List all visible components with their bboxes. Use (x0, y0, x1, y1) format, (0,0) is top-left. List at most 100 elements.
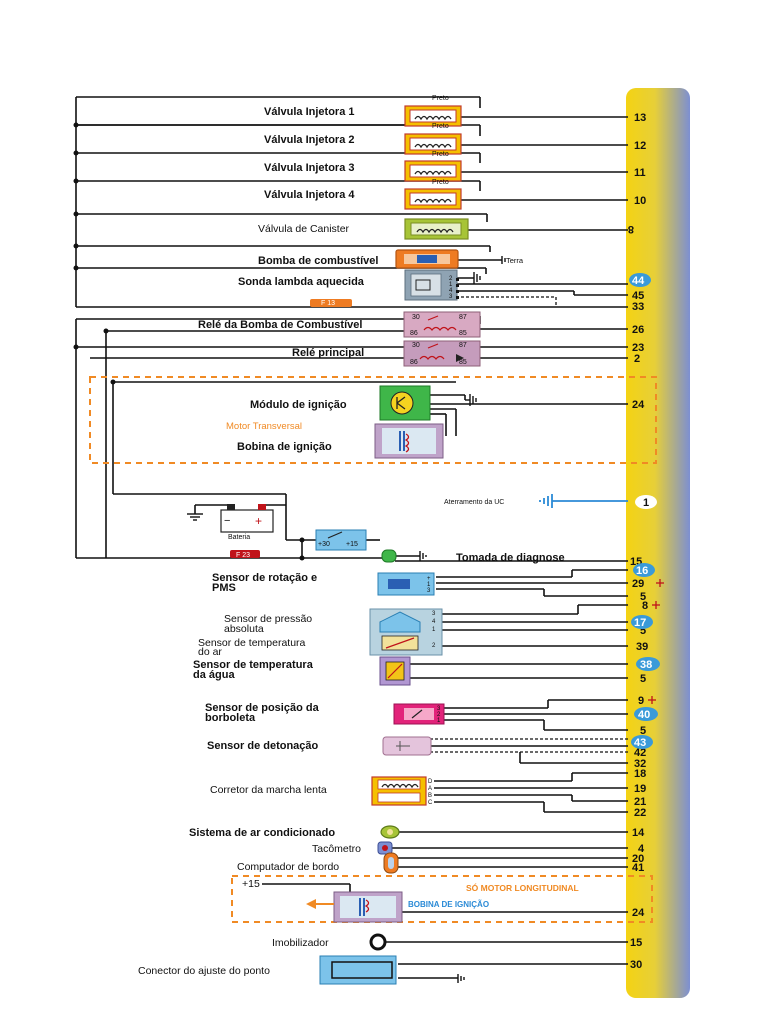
ecu-pin: 5 (640, 625, 646, 637)
rpm-label-2: PMS (212, 582, 236, 594)
tps-pin: 2 (437, 712, 441, 718)
relay-term: 30 (412, 314, 420, 321)
rpm-label-1: Sensor de rotação e (212, 572, 317, 584)
ecu-pin: 5 (640, 591, 646, 603)
ecu-pin: 8 (642, 600, 648, 612)
relay-term: 85 (459, 330, 467, 337)
ecu-pin: 4 (638, 843, 645, 855)
ecu-pin: 11 (634, 167, 646, 179)
badge-44: 44 (632, 275, 645, 287)
badge-43: 43 (634, 737, 646, 749)
ecu-pin: 14 (632, 827, 645, 839)
ac-indicator (380, 825, 400, 839)
inj3-label: Válvula Injetora 3 (264, 162, 354, 174)
wire-preto-2: Preto (432, 123, 449, 130)
ecu-pin: 24 (632, 399, 645, 411)
ecu-connector-bar (626, 88, 690, 998)
relay-term: 86 (410, 330, 418, 337)
map-label-1: Sensor de pressão (224, 613, 312, 625)
fuse13-label: F 13 (321, 300, 335, 307)
lambda-pin: 1 (449, 282, 453, 288)
terra-label: Terra (506, 256, 524, 265)
ac-label: Sistema de ar condicionado (189, 827, 335, 839)
relay-term: 87 (459, 342, 467, 349)
wire-preto-3: Preto (432, 151, 449, 158)
knock-sensor (382, 736, 432, 756)
timing-connector (319, 955, 397, 985)
main-relay (403, 340, 481, 367)
ecu-pin: 41 (632, 862, 644, 874)
junction-dots (73, 122, 305, 561)
tps-pin: 1 (437, 718, 441, 724)
battery-plus: + (255, 514, 262, 528)
badge-16: 16 (636, 565, 648, 577)
pump-relay (403, 311, 481, 338)
air-label-1: Sensor de temperatura (198, 637, 306, 649)
injector-2 (404, 133, 462, 155)
ecu-pin: 26 (632, 324, 644, 336)
inj2-label: Válvula Injetora 2 (264, 134, 354, 146)
ecu-pin: 12 (634, 140, 646, 152)
lambda-pin: 2 (449, 276, 453, 282)
immobilizer (369, 933, 387, 951)
knock-label: Sensor de detonação (207, 740, 319, 752)
lambda-pin: 3 (449, 294, 453, 300)
arrow-left-icon (306, 899, 334, 909)
ecu-pin: 24 (632, 907, 645, 919)
ecu-pin: 32 (634, 758, 646, 770)
battery-label: Bateria (228, 534, 250, 541)
diagnostic-connector (381, 549, 397, 563)
ground-icon (187, 256, 506, 983)
ignition-switch (315, 529, 367, 551)
ecu-pin: 30 (630, 959, 642, 971)
idle-corrector (371, 776, 427, 806)
relay-term: 86 (410, 359, 418, 366)
ecu-pin: 5 (640, 673, 646, 685)
trip-label: Computador de bordo (237, 861, 339, 873)
inj4-label: Válvula Injetora 4 (264, 189, 355, 201)
wire-preto-4: Preto (432, 179, 449, 186)
main-relay-label: Relé principal (292, 347, 364, 359)
ecu-pin: 42 (634, 747, 646, 759)
idle-pin: D (428, 779, 433, 785)
water-label-1: Sensor de temperatura (193, 659, 314, 671)
immob-label: Imobilizador (272, 937, 329, 949)
coil-long-label: BOBINA DE IGNIÇÃO (408, 900, 489, 909)
motor-transversal-label: Motor Transversal (226, 421, 302, 432)
ecu-pin: 29 (632, 578, 644, 590)
map-label-2: absoluta (224, 623, 264, 635)
ecu-pin: 39 (636, 641, 648, 653)
ign-module-label: Módulo de ignição (250, 399, 347, 411)
ecu-pin: 21 (634, 796, 646, 808)
map-sensor (369, 608, 443, 656)
map-pin: 1 (432, 627, 436, 633)
ecu-pin: 19 (634, 783, 646, 795)
badge-17: 17 (634, 617, 646, 629)
diag-label: Tomada de diagnose (456, 552, 565, 564)
ignition-module (379, 385, 431, 421)
relay-term: 30 (412, 342, 420, 349)
tach-label: Tacômetro (312, 843, 361, 855)
water-temp-sensor (379, 656, 411, 686)
relay-term: 87 (459, 314, 467, 321)
battery (220, 504, 274, 533)
rpm-sensor (377, 572, 435, 596)
wire-preto-1: Preto (432, 95, 449, 102)
idle-pin: A (428, 786, 432, 792)
ecu-pin: 20 (632, 853, 644, 865)
badge-40: 40 (638, 709, 650, 721)
ecu-pin: 15 (630, 937, 642, 949)
fuse-f23 (230, 550, 260, 558)
fuse-f13 (310, 299, 352, 307)
ignition-coil (374, 423, 444, 459)
lambda-pin: 4 (449, 288, 453, 294)
fuel-pump (395, 249, 459, 269)
idle-label: Corretor da marcha lenta (210, 784, 327, 796)
ignition-coil-longitudinal (333, 891, 403, 923)
rpm-pin: 3 (427, 588, 431, 594)
tps-label-2: borboleta (205, 712, 256, 724)
injector-1 (404, 105, 462, 127)
longitudinal-engine-box (231, 875, 653, 923)
inj1-label: Válvula Injetora 1 (264, 106, 354, 118)
